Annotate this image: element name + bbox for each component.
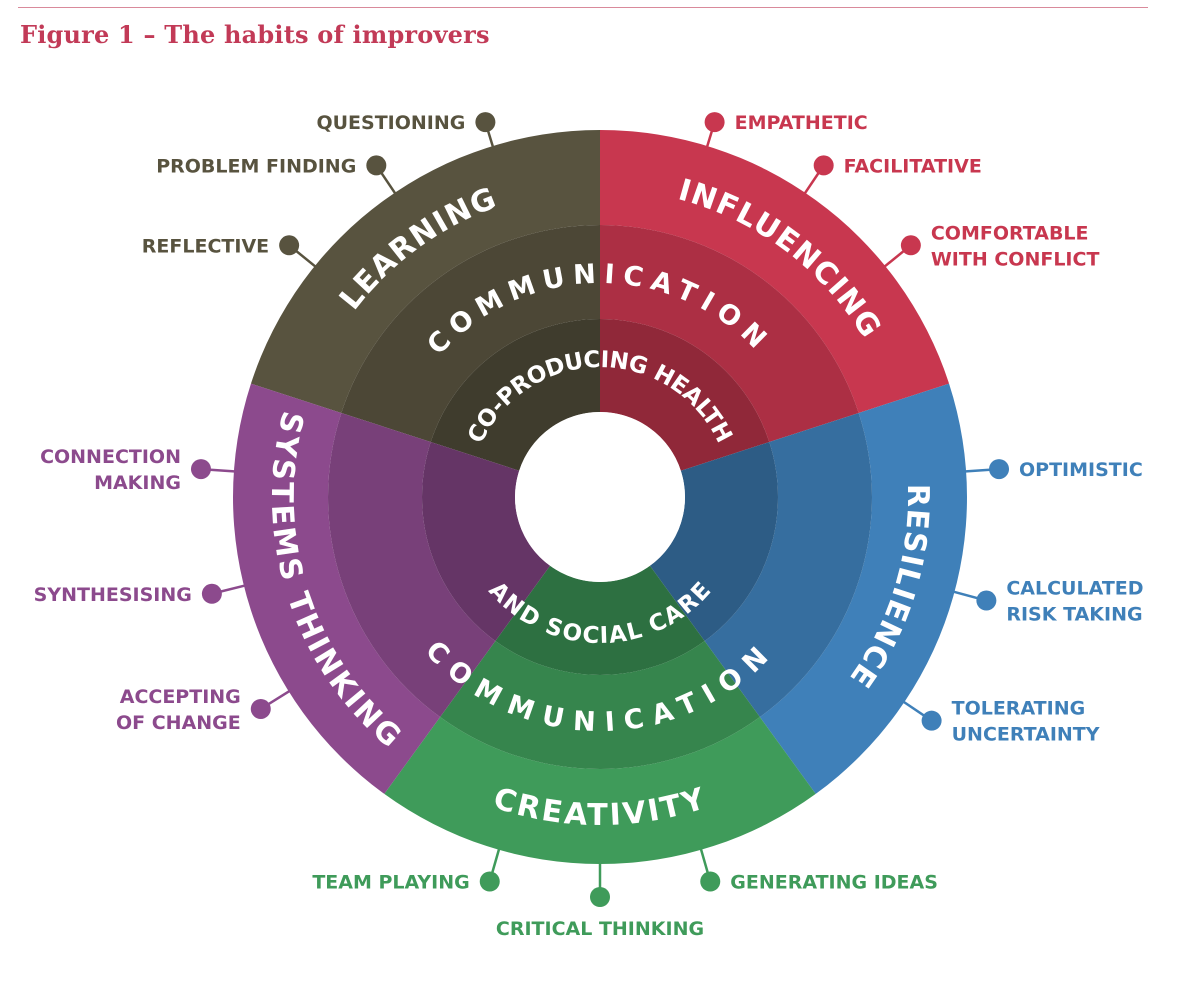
- habit-label: TOLERATING: [952, 698, 1086, 720]
- habit-label: QUESTIONING: [316, 112, 465, 134]
- habit-influencing-1: FACILITATIVE: [803, 155, 982, 196]
- habit-dot: [989, 459, 1010, 480]
- segment-learning: [250, 130, 600, 413]
- habit-label: CRITICAL THINKING: [496, 918, 704, 940]
- habit-dot: [590, 887, 610, 907]
- habit-creativity-1: CRITICAL THINKING: [496, 862, 704, 940]
- ring-resilience: [704, 412, 873, 718]
- habit-learning-1: PROBLEM FINDING: [156, 155, 397, 196]
- ring-creativity: [440, 641, 760, 769]
- habit-influencing-0: EMPATHETIC: [704, 112, 868, 149]
- ring-learning: [341, 225, 600, 442]
- habit-label: GENERATING IDEAS: [730, 872, 938, 894]
- segment-creativity: [384, 717, 816, 864]
- center-hole: [515, 412, 685, 582]
- habit-dot: [976, 590, 997, 611]
- core-resilience: [649, 441, 778, 642]
- habit-creativity-2: GENERATING IDEAS: [699, 847, 938, 894]
- habit-dot: [201, 583, 222, 604]
- habit-label: REFLECTIVE: [142, 235, 269, 257]
- habit-label: FACILITATIVE: [844, 155, 982, 177]
- habit-learning-0: QUESTIONING: [316, 112, 496, 149]
- habit-label: EMPATHETIC: [735, 112, 868, 134]
- habit-label: TEAM PLAYING: [312, 872, 469, 894]
- top-rule: [18, 7, 1148, 8]
- habit-creativity-0: TEAM PLAYING: [312, 847, 501, 894]
- habit-dot: [700, 871, 721, 892]
- habit-label: CALCULATED: [1006, 578, 1143, 600]
- habit-resilience-2: TOLERATING UNCERTAINTY: [901, 698, 1100, 746]
- habit-dot: [704, 112, 725, 133]
- habit-label: OF CHANGE: [116, 712, 241, 734]
- habit-label: RISK TAKING: [1006, 604, 1142, 626]
- habit-dot: [250, 698, 271, 719]
- core-learning: [430, 319, 600, 471]
- ring-systems-thinking: [328, 412, 496, 718]
- habit-resilience-1: CALCULATED RISK TAKING: [952, 578, 1144, 626]
- habit-label: OPTIMISTIC: [1019, 459, 1143, 481]
- core-systems-thinking: [422, 441, 551, 642]
- habit-dot: [475, 112, 496, 133]
- habit-dot: [921, 710, 942, 731]
- habit-dot: [479, 871, 500, 892]
- segment-systems-thinking: [233, 383, 441, 794]
- wheel-segments: [233, 130, 967, 864]
- habit-dot: [813, 155, 834, 176]
- habit-systems-thinking-1: SYNTHESISING: [34, 583, 247, 606]
- segment-resilience: [759, 383, 967, 794]
- habit-systems-thinking-0: CONNECTION MAKING: [40, 446, 236, 494]
- habit-learning-2: REFLECTIVE: [142, 235, 318, 269]
- ring-influencing: [600, 225, 859, 442]
- habit-label: PROBLEM FINDING: [156, 155, 356, 177]
- habit-systems-thinking-2: ACCEPTING OF CHANGE: [116, 686, 292, 734]
- habit-dot: [279, 235, 300, 256]
- core-creativity: [495, 565, 705, 675]
- habit-dot: [366, 155, 387, 176]
- habit-resilience-0: OPTIMISTIC: [964, 459, 1143, 481]
- figure-title: Figure 1 – The habits of improvers: [20, 20, 490, 49]
- habit-label: COMFORTABLE: [931, 222, 1089, 244]
- habit-dot: [190, 459, 211, 480]
- habit-influencing-2: COMFORTABLE WITH CONFLICT: [882, 222, 1100, 270]
- habit-label: ACCEPTING: [120, 686, 241, 708]
- habit-label: WITH CONFLICT: [931, 248, 1100, 270]
- segment-influencing: [600, 130, 950, 413]
- habit-label: CONNECTION: [40, 446, 181, 468]
- habit-label: MAKING: [94, 472, 181, 494]
- habit-label: SYNTHESISING: [34, 584, 192, 606]
- habit-label: UNCERTAINTY: [952, 724, 1100, 746]
- core-influencing: [600, 319, 770, 471]
- habit-dot: [900, 235, 921, 256]
- habit-callouts: QUESTIONING PROBLEM FINDING REFLECTIVE EMPA…: [34, 112, 1144, 940]
